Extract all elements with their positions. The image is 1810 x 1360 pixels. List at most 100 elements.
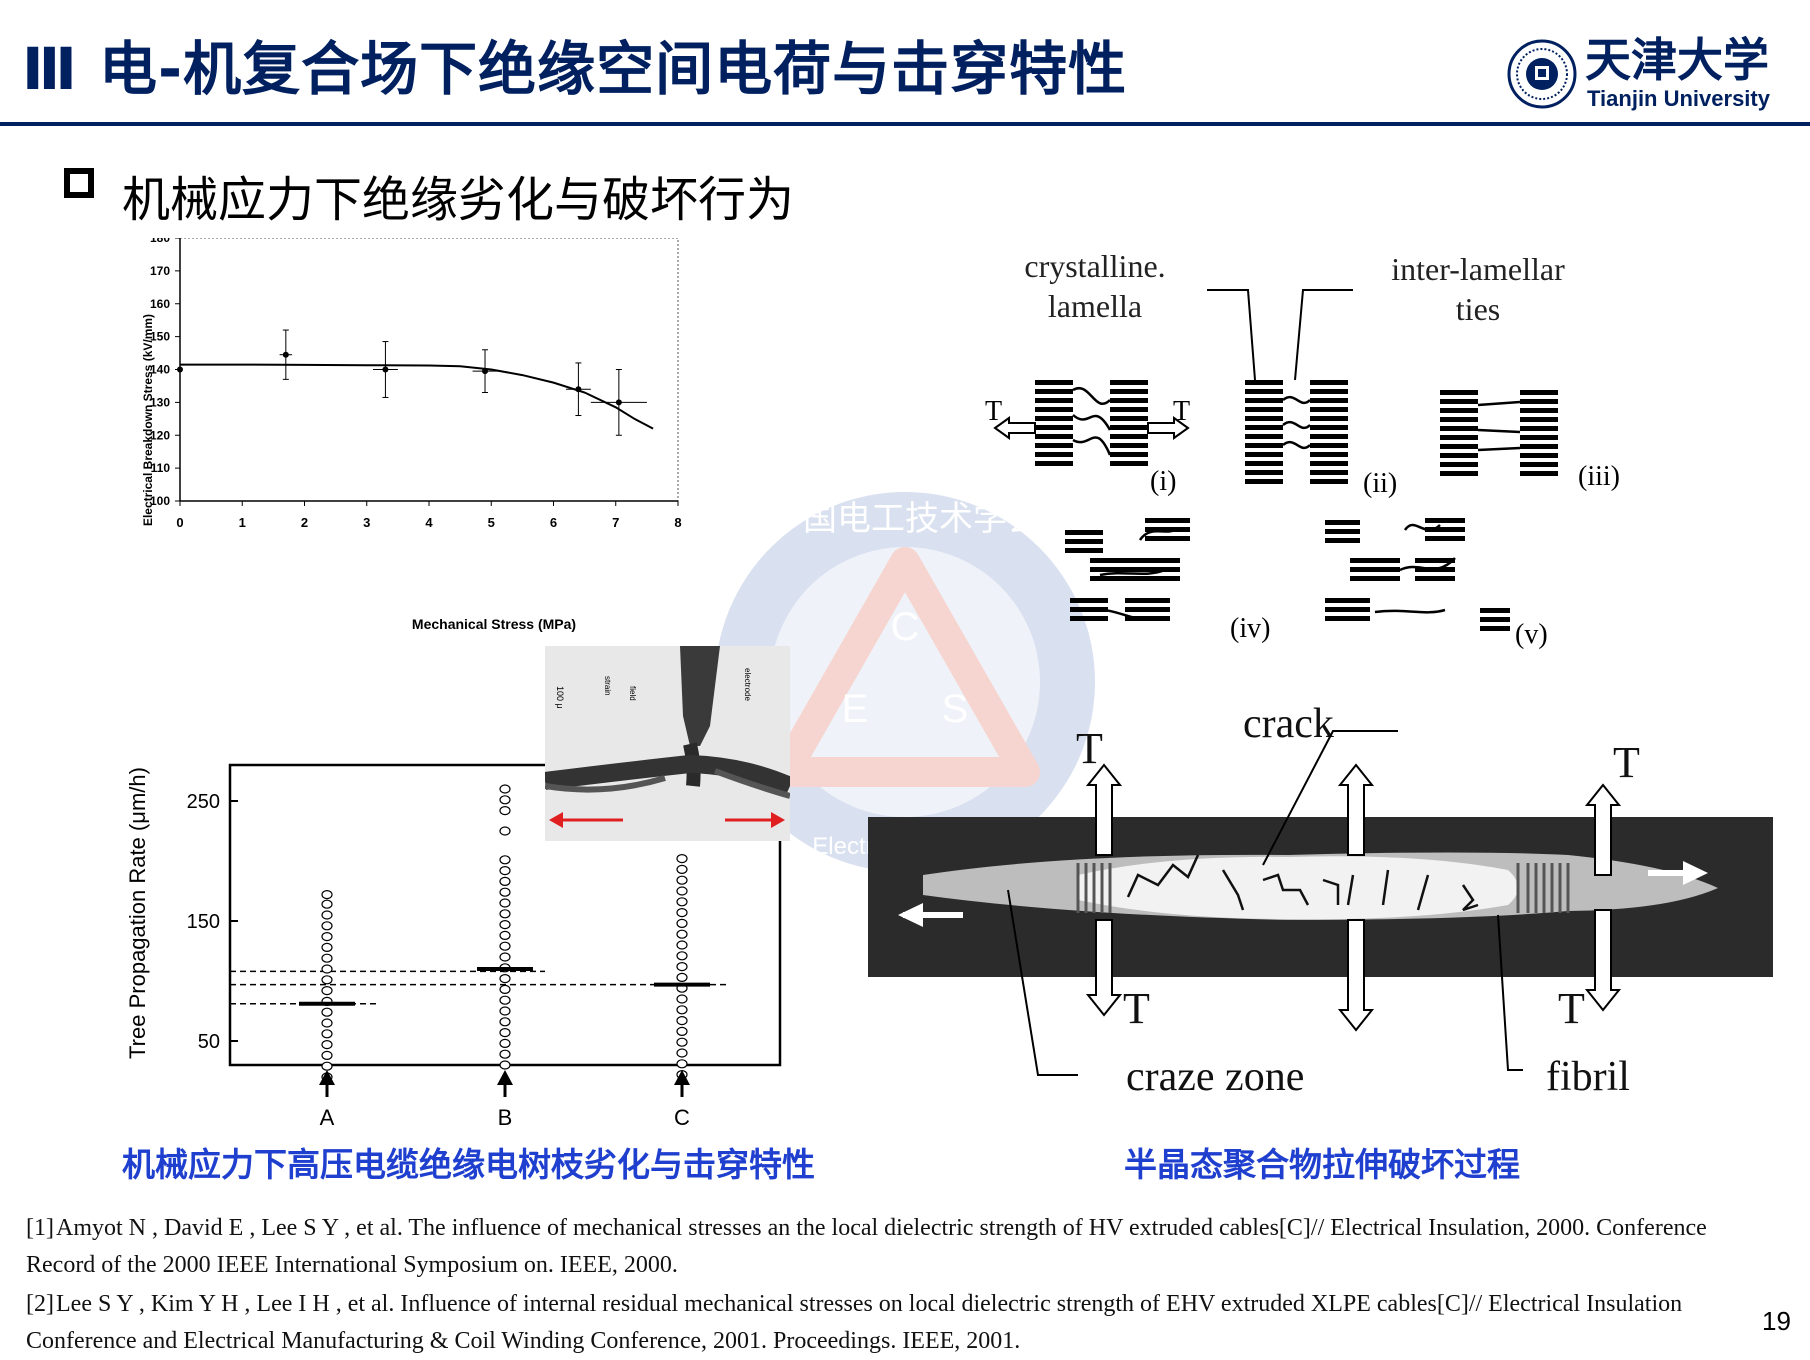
lamella-bar — [1310, 443, 1348, 448]
lamella-bar — [1035, 452, 1073, 457]
data-point — [676, 886, 688, 896]
left-arrow-icon — [549, 812, 563, 828]
university-seal-icon — [1507, 39, 1577, 109]
lamella-bar — [1245, 461, 1283, 466]
lamella-bar — [1035, 461, 1073, 466]
lamella-bar — [1110, 398, 1148, 403]
lamella-bar — [1325, 520, 1360, 525]
lamella-bar — [1245, 380, 1283, 385]
left-white-arrow-icon — [898, 903, 923, 927]
down-arrow-icon — [1337, 919, 1375, 1032]
x-tick-label: 2 — [301, 515, 308, 530]
data-point — [499, 784, 511, 794]
y-axis-label: Tree Propagation Rate (μm/h) — [125, 767, 150, 1059]
slide-title: Ⅲ 电-机复合场下绝缘空间电荷与击穿特性 — [22, 35, 1128, 103]
lamella-bar — [1110, 407, 1148, 412]
lamella-bar — [1440, 444, 1478, 449]
point-marker — [382, 366, 389, 373]
lamella-bar — [1310, 461, 1348, 466]
lamella-bar — [1035, 434, 1073, 439]
lamella-bar — [1415, 558, 1455, 563]
y-tick-label: 110 — [151, 461, 171, 475]
lamella-bar — [1440, 471, 1478, 476]
y-tick-label: 100 — [150, 494, 170, 508]
ties-label-line: ties — [1456, 291, 1500, 327]
data-point — [676, 951, 688, 961]
data-point — [321, 932, 333, 942]
lamella-bar — [1245, 434, 1283, 439]
data-point — [676, 897, 688, 907]
right-figure-caption: 半晶态聚合物拉伸破坏过程 — [1124, 1145, 1520, 1184]
data-point — [565, 362, 591, 417]
lamella-bar — [1350, 576, 1400, 581]
data-point — [321, 921, 333, 931]
reference-2: [2]Lee S Y , Kim Y H , Lee I H , et al. … — [26, 1286, 1751, 1360]
up-arrow-icon — [1584, 783, 1622, 876]
lamella-bar — [1350, 558, 1400, 563]
lamella-bar — [1425, 527, 1465, 532]
data-point — [499, 1038, 511, 1048]
up-arrow-icon — [497, 1070, 513, 1085]
craze-zone-label: craze zone — [1126, 1054, 1304, 1100]
lamella-bar — [1350, 567, 1400, 572]
data-point — [499, 866, 511, 876]
data-point — [499, 1006, 511, 1016]
stage-label: (v) — [1515, 619, 1548, 650]
down-arrow-icon — [1584, 909, 1622, 1012]
x-tick-label: 7 — [612, 515, 619, 530]
electrode-label: electrode — [743, 668, 752, 701]
lamella-bar — [1035, 416, 1073, 421]
lamella-bar — [1035, 398, 1073, 403]
lamella-bar — [1065, 539, 1103, 544]
data-point — [676, 1048, 688, 1058]
lamella-bar — [1325, 538, 1360, 543]
lamella-bar — [1245, 416, 1283, 421]
lamella-bar — [1035, 389, 1073, 394]
y-tick-label: 130 — [150, 395, 170, 409]
data-point — [499, 909, 511, 919]
data-point — [499, 855, 511, 865]
lamella-bar — [1310, 407, 1348, 412]
x-tick-label: 8 — [674, 515, 681, 530]
crystalline-label-line: crystalline. — [1024, 248, 1165, 284]
data-point — [676, 994, 688, 1004]
data-point — [499, 952, 511, 962]
data-point — [676, 962, 688, 972]
y-tick-label: 180 — [150, 238, 170, 245]
data-point — [499, 1028, 511, 1038]
data-point — [321, 1029, 333, 1039]
y-tick-label: 250 — [187, 791, 220, 813]
point-marker — [177, 366, 183, 373]
lamella-bar — [1310, 470, 1348, 475]
lamella-bar — [1325, 598, 1370, 603]
lamella-bar — [1245, 389, 1283, 394]
right-arrow-icon — [771, 812, 785, 828]
tie-chain — [1374, 523, 1456, 614]
crystalline-lamella-label: crystalline. lamella — [1024, 248, 1165, 324]
lamella-bar — [1520, 390, 1558, 395]
data-point — [499, 887, 511, 897]
lamella-bar — [1110, 452, 1148, 457]
university-name-en: Tianjin University — [1587, 86, 1770, 111]
x-axis-label: Mechanical Stress (MPa) — [412, 616, 576, 632]
electrical-tree-micrograph: 100 μ strain field electrode — [545, 646, 790, 841]
data-point — [321, 1040, 333, 1050]
lamella-bar — [1090, 567, 1140, 572]
tie-chain — [1282, 395, 1311, 450]
y-tick-label: 140 — [150, 363, 170, 377]
lamella-bar — [1110, 434, 1148, 439]
crystalline-label-line: lamella — [1048, 288, 1142, 324]
up-arrow-icon — [319, 1070, 335, 1085]
series-C: C — [654, 853, 710, 1130]
category-label: B — [498, 1105, 513, 1130]
lamella-bar — [1070, 616, 1108, 621]
tension-label: T — [1076, 724, 1103, 773]
lamella-bar — [1520, 462, 1558, 467]
lamella-bar — [1440, 417, 1478, 422]
lamella-bar — [1520, 426, 1558, 431]
data-point — [676, 1016, 688, 1026]
data-point — [321, 942, 333, 952]
data-point — [372, 341, 398, 398]
stage-label: (iv) — [1230, 613, 1270, 644]
